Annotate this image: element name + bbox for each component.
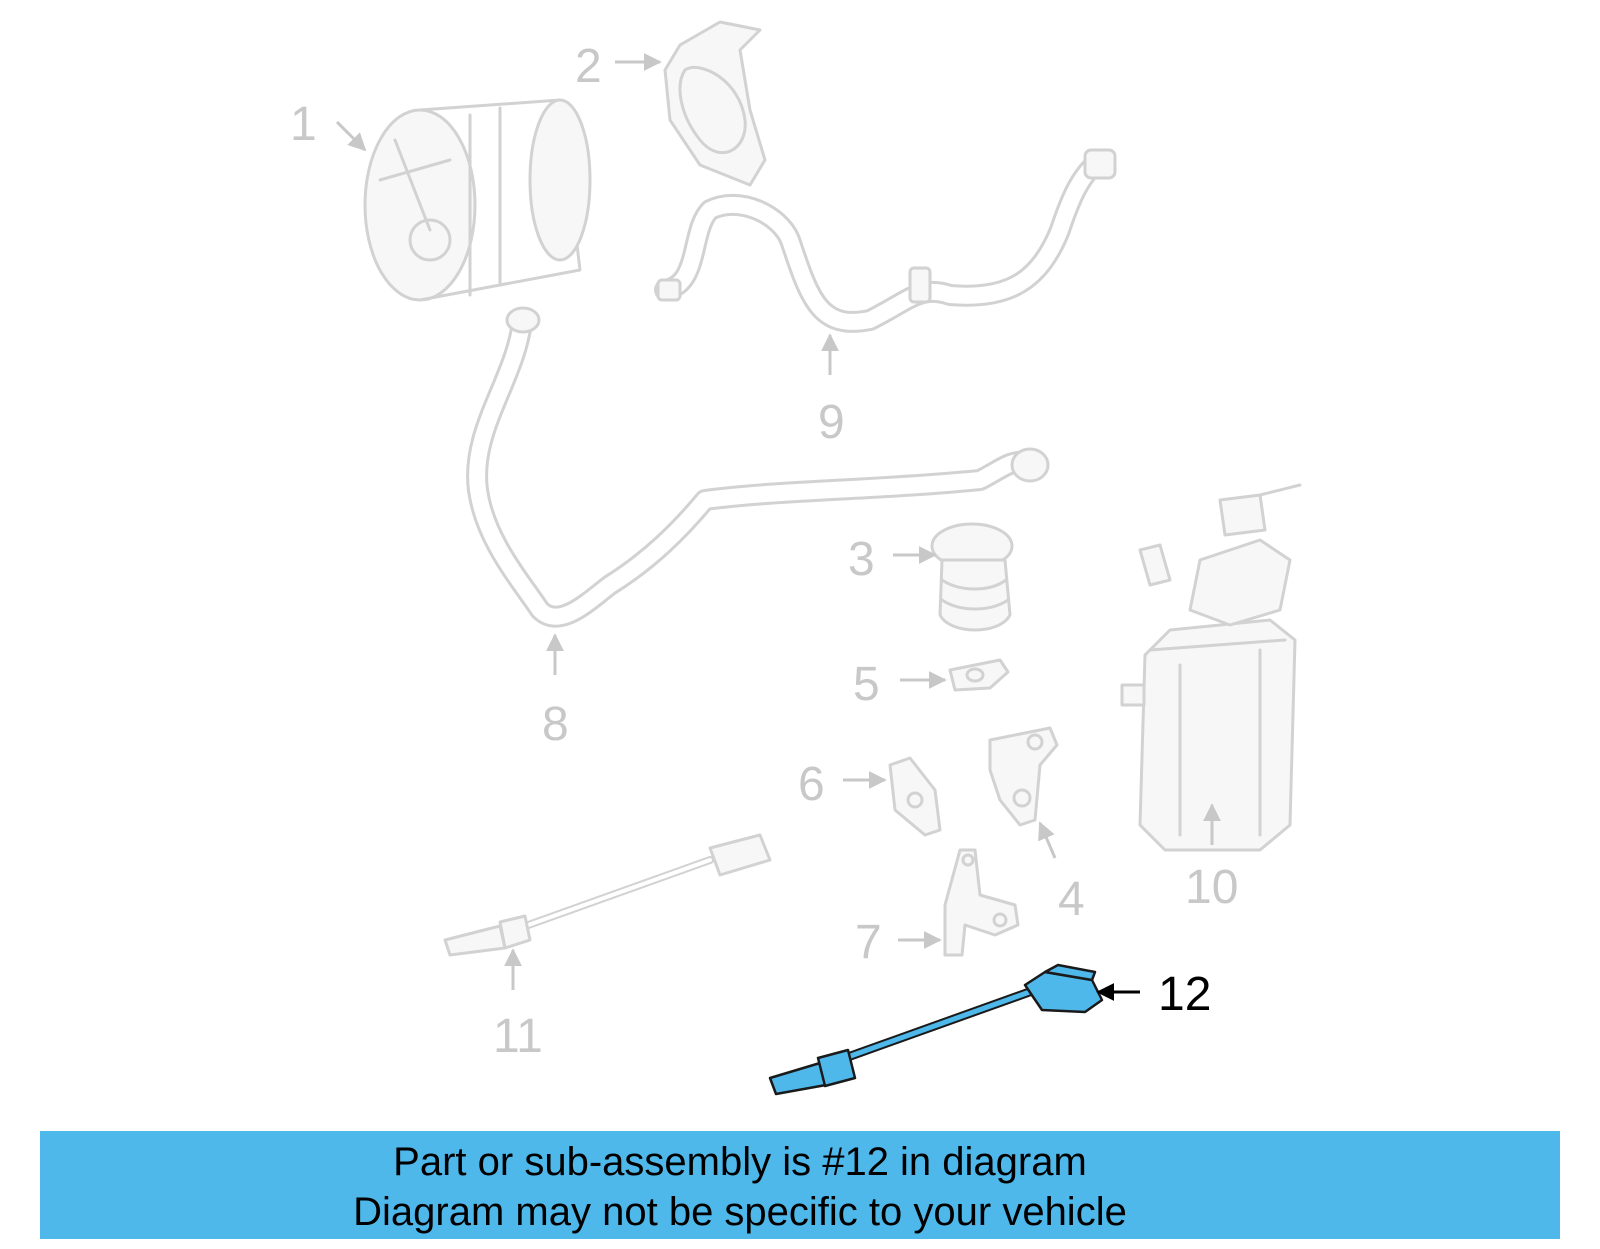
callout-7: 7: [855, 916, 882, 969]
leader-4: [1038, 821, 1057, 859]
info-banner: Part or sub-assembly is #12 in diagram D…: [40, 1131, 1560, 1239]
part-6-plate: [888, 756, 942, 837]
callout-6: 6: [798, 758, 825, 811]
callout-9: 9: [818, 396, 845, 449]
callout-12: 12: [1158, 968, 1211, 1021]
part-12-oxygen-sensor: [768, 963, 1104, 1096]
callout-2: 2: [575, 40, 602, 93]
callout-3: 3: [848, 533, 875, 586]
banner-line-1: Part or sub-assembly is #12 in diagram: [393, 1140, 1087, 1184]
part-3-bellows: [930, 522, 1014, 632]
part-5-gasket: [948, 658, 1010, 692]
callout-10: 10: [1185, 861, 1238, 914]
banner-line-2: Diagram may not be specific to your vehi…: [353, 1190, 1127, 1234]
part-10-canister: [1120, 483, 1302, 852]
part-4-bracket: [988, 726, 1059, 827]
part-11-oxygen-sensor: [443, 833, 772, 957]
part-2-gasket: [663, 20, 767, 187]
part-9-hose: [654, 148, 1117, 333]
callout-4: 4: [1058, 873, 1085, 926]
part-7-bracket: [943, 848, 1020, 957]
callout-5: 5: [853, 658, 880, 711]
callout-8: 8: [542, 698, 569, 751]
callout-11: 11: [493, 1010, 543, 1063]
leader-1: [335, 120, 367, 152]
part-1-air-pump: [363, 98, 592, 302]
part-8-hose: [466, 306, 1050, 628]
callout-1: 1: [290, 98, 317, 151]
